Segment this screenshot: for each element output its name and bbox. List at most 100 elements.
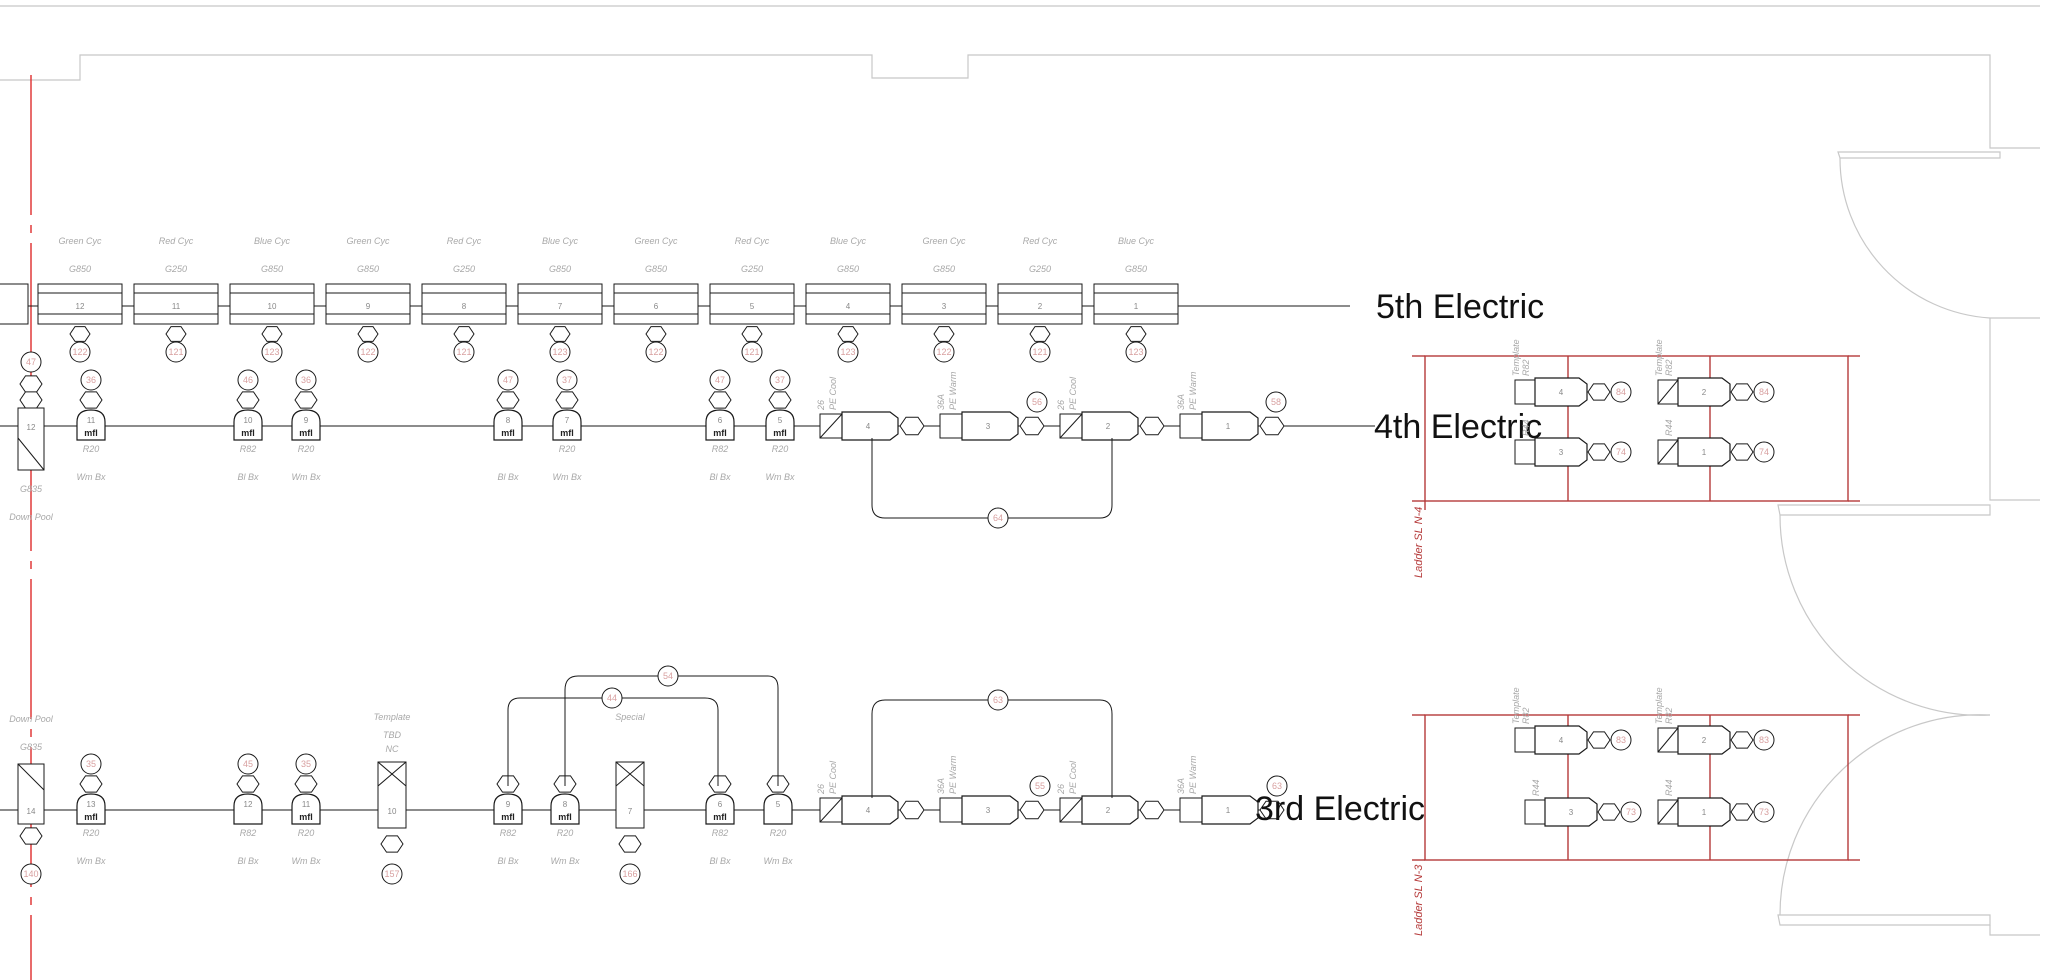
fourth-unit-0-purpose: Down Pool [9,512,54,522]
fifth-unit-2-channel-number: 123 [264,347,279,357]
third-unit-0-purpose: Down Pool [9,714,54,724]
ladder-top-unit-1-label: Template [1654,339,1664,376]
ladder-bottom-unit-1-body [1677,725,1731,755]
third-ers-0-side: PE Cool [828,760,838,794]
door-frame-bot [1777,914,1991,926]
fifth-unit-7-channel-number: 121 [744,347,759,357]
third-unit-4-body [493,793,523,825]
third-template-label: Template [374,712,411,722]
fifth-unit-6-body [613,283,699,325]
fourth-unit-3-channel-circle [295,369,317,391]
door-frame-top [1837,151,2001,159]
third-unit-5-number: 8 [563,800,568,809]
fourth-ers-0-deg: 26 [816,400,826,411]
third-unit-6-purpose: Bl Bx [709,856,731,866]
ladder-top-unit-0-body [1534,377,1588,407]
third-loop-channel-number: 63 [993,695,1003,705]
fifth-unit-7-clamp [741,326,763,342]
third-unit-3-purpose: Wm Bx [292,856,321,866]
third-template-body [377,761,407,829]
third-unit-1-number: 13 [87,800,96,809]
architecture [0,5,2040,936]
ladder-top-unit-2-shutter [1514,439,1536,465]
ladder-top-unit-0-clamp [1587,383,1611,401]
fourth-unit-7-channel-number: 37 [775,375,785,385]
fifth-unit-0-channel-number: 122 [72,347,87,357]
fifth-unit-3-body [325,283,411,325]
fifth-unit-1-clamp [165,326,187,342]
third-template-channel-number: 157 [384,869,399,879]
fourth-unit-5-channel-number: 37 [562,375,572,385]
fourth-ers-channel-b-circle [1265,391,1287,413]
fourth-ers-3-clamp [1259,416,1285,436]
fifth-unit-1-channel-circle [165,341,187,363]
ladder-bottom-unit-0-body [1534,725,1588,755]
ladder-top-unit-2-channel-circle [1610,441,1632,463]
third-unit-2-purpose: Bl Bx [237,856,259,866]
wall-right-low [1989,925,2040,936]
third-special-number: 7 [628,807,633,816]
fourth-ers-0-clamp [899,416,925,436]
fourth-ers-3-side: PE Warm [1188,371,1198,410]
ladder-top-unit-1-number: 2 [1702,388,1707,397]
fourth-unit-6-body [705,409,735,441]
fifth-unit-5-gel: G850 [549,264,571,274]
fourth-loop-channel-number: 64 [993,513,1003,523]
ladder-bottom-unit-2-channel-number: 73 [1626,807,1636,817]
fifth-unit-9-number: 3 [942,302,947,311]
fourth-unit-5-lens: mfl [560,428,574,438]
fifth-unit-6-channel-number: 122 [648,347,663,357]
fourth-unit-3-lens: mfl [299,428,313,438]
ladder-bottom-unit-0-gel: R82 [1521,707,1531,724]
ladder-bottom-unit-2-channel-circle [1620,801,1642,823]
third-special-clamp [618,835,642,853]
ladder-top-unit-3-channel-number: 74 [1759,447,1769,457]
fifth-unit-2-number: 10 [268,302,277,311]
third-unit-4-number: 9 [506,800,511,809]
label-4th-electric: 4th Electric [1374,408,1542,446]
ladder-bottom-unit-3-channel-number: 73 [1759,807,1769,817]
ladder-top-label: Ladder SL N-4 [1413,507,1425,578]
fourth-unit-1-channel-circle [80,369,102,391]
third-unit-2-gel: R82 [240,828,257,838]
fifth-unit-6-gel: G850 [645,264,667,274]
fourth-unit-5-clamp [555,391,579,409]
ladder-bottom-unit-0-clamp [1587,731,1611,749]
fourth-unit-3-number: 9 [304,416,309,425]
third-unit-0-channel-number: 140 [23,869,38,879]
fifth-unit-3-color: Green Cyc [346,236,390,246]
fifth-unit-8-body [805,283,891,325]
third-ers-3-deg: 36A [1176,778,1186,794]
third-ers-2-number: 2 [1106,806,1111,815]
third-ers-3-number: 1 [1226,806,1231,815]
ladder-bottom-unit-2-body [1544,797,1598,827]
fifth-unit-3-clamp [357,326,379,342]
ladder-top-unit-0-gel: R82 [1521,359,1531,376]
third-unit-2-channel-number: 45 [243,759,253,769]
fifth-unit-6-channel-circle [645,341,667,363]
fifth-unit-3-gel: G850 [357,264,379,274]
third-template-note: NC [386,744,399,754]
ladder-bottom-unit-3-body [1677,797,1731,827]
third-ers-0-number: 4 [866,806,871,815]
fifth-unit-4-body [421,283,507,325]
third-ers-1-clamp [1019,800,1045,820]
fourth-unit-4-number: 8 [506,416,511,425]
third-unit-6-lens: mfl [713,812,727,822]
ladder-bottom-unit-3-gel: R44 [1664,779,1674,796]
third-unit-1-gel: R20 [83,828,100,838]
fifth-unit-8-channel-circle [837,341,859,363]
fifth-unit-3-number: 9 [366,302,371,311]
fourth-ers-3-number: 1 [1226,422,1231,431]
ladder-top-unit-2-gel: R44 [1521,419,1531,436]
